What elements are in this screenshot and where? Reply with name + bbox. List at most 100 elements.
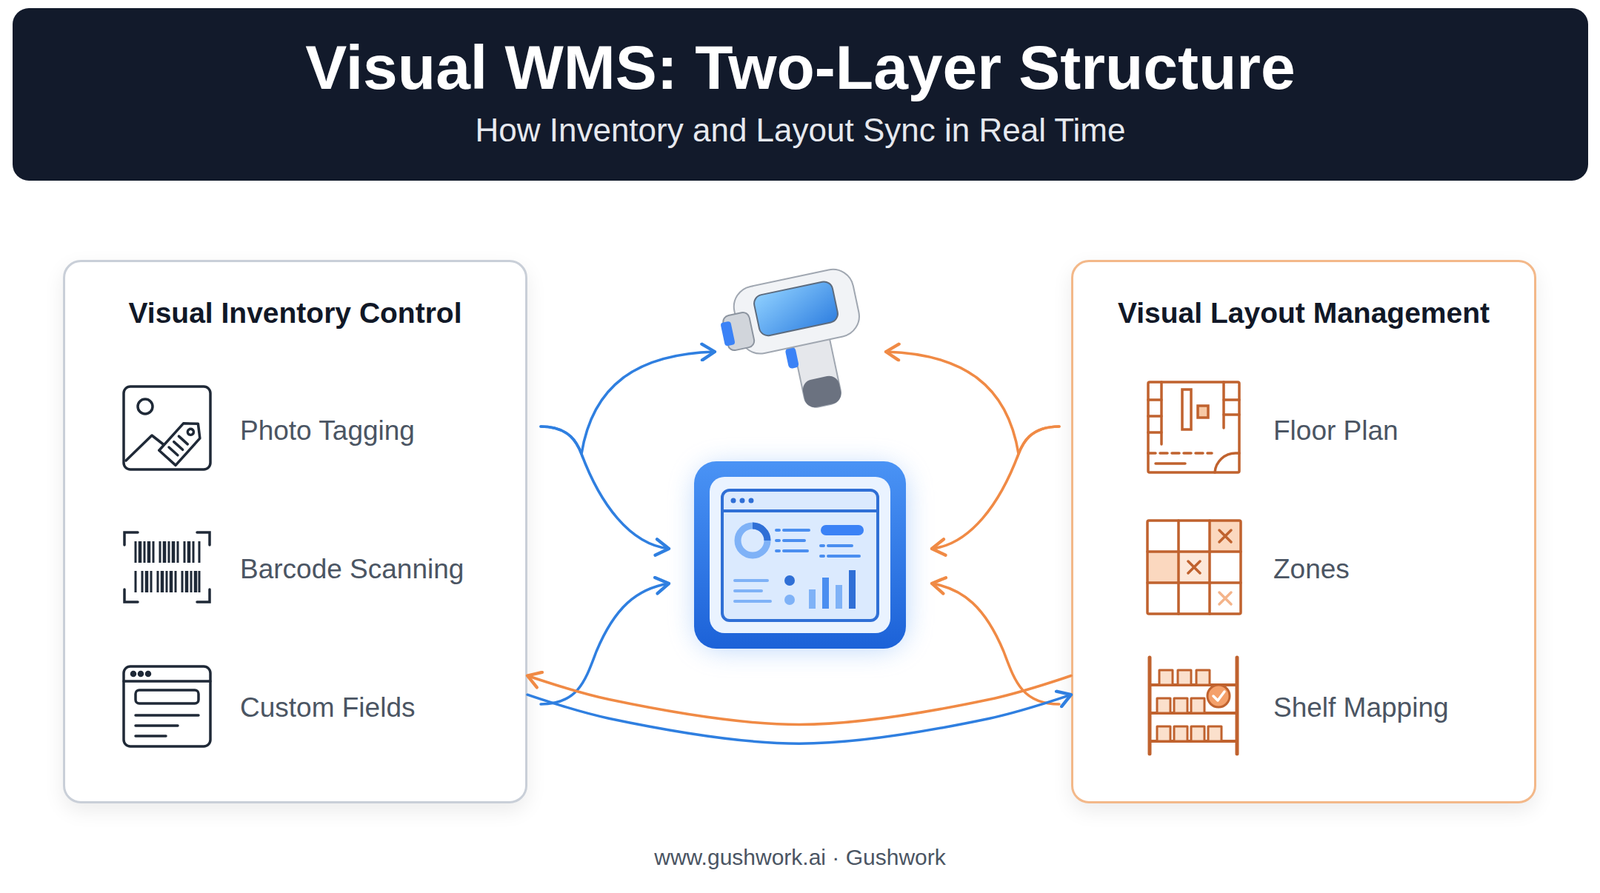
floor-plan-icon-part bbox=[1148, 451, 1212, 455]
dashboard-illustration-part bbox=[784, 575, 795, 586]
scanner-illustration-part bbox=[791, 329, 843, 410]
form-icon-part bbox=[123, 680, 211, 683]
barcode-icon-part bbox=[146, 571, 196, 593]
shelf-icon bbox=[1149, 657, 1238, 755]
zones-icon-part bbox=[1219, 592, 1232, 605]
flow-curves bbox=[540, 351, 1060, 705]
dashboard-illustration-part bbox=[696, 466, 906, 649]
panel-heading: Visual Inventory Control bbox=[65, 294, 526, 332]
zones-icon-part bbox=[1219, 530, 1232, 543]
floor-plan-icon-part bbox=[1148, 398, 1162, 402]
feature-label: Shelf Mapping bbox=[1273, 691, 1449, 726]
form-icon-part bbox=[146, 672, 151, 677]
floor-plan-icon-part bbox=[1155, 462, 1186, 466]
feature-label: Custom Fields bbox=[240, 691, 415, 726]
page-title: Visual WMS: Two-Layer Structure bbox=[12, 30, 1589, 105]
caption: www.gushwork.ai · Gushwork bbox=[0, 842, 1600, 873]
photo-tag-icon-part-part bbox=[168, 447, 178, 456]
barcode-icon-part bbox=[140, 541, 189, 563]
layer-panel: Visual Layout ManagementFloor PlanZonesS… bbox=[1071, 260, 1537, 804]
zones-icon-part bbox=[1188, 561, 1200, 574]
form-icon-part bbox=[123, 666, 211, 747]
dashboard-illustration-part bbox=[752, 525, 768, 541]
shelf-icon-part bbox=[1191, 698, 1205, 714]
floor-plan-icon-part bbox=[1223, 413, 1240, 417]
feature-label: Photo Tagging bbox=[240, 414, 415, 449]
scanner-illustration-part bbox=[720, 321, 735, 347]
form-icon-part bbox=[131, 672, 136, 677]
zones-icon-part bbox=[1147, 520, 1241, 615]
dashboard-illustration-part bbox=[737, 525, 768, 556]
form-icon-part bbox=[139, 672, 143, 677]
form-icon bbox=[123, 666, 211, 747]
shelf-icon-part bbox=[1157, 698, 1171, 714]
photo-tag-icon-part bbox=[125, 435, 169, 461]
floor-plan-icon-part bbox=[1222, 382, 1226, 429]
dashboard-illustration-part bbox=[709, 477, 891, 634]
photo-tag-icon bbox=[123, 386, 211, 470]
panel-heading: Visual Layout Management bbox=[1073, 294, 1535, 332]
dashboard-illustration-part bbox=[740, 498, 746, 504]
floor-plan-icon bbox=[1148, 382, 1240, 473]
scanner-illustration-part bbox=[784, 346, 800, 369]
barcode-icon-part bbox=[124, 532, 210, 603]
shelf-icon-part bbox=[1149, 657, 1238, 755]
photo-tag-icon-part-part bbox=[159, 416, 207, 466]
shelf-icon-part bbox=[1196, 670, 1210, 686]
floor-plan-icon-part bbox=[1148, 414, 1162, 418]
photo-tag-icon-part bbox=[137, 399, 153, 415]
dashboard-illustration-part bbox=[820, 525, 864, 536]
dashboard-illustration-part bbox=[776, 530, 809, 552]
photo-tag-icon-part bbox=[159, 416, 207, 466]
photo-tag-icon-part bbox=[123, 386, 211, 470]
zones-icon-part bbox=[1147, 520, 1241, 615]
floor-plan-icon-part bbox=[1160, 382, 1163, 445]
scanner-illustration-part bbox=[730, 265, 864, 358]
dashboard-illustration-part bbox=[835, 585, 843, 609]
scanner-illustration-part bbox=[722, 311, 756, 352]
floor-plan-icon-part bbox=[1182, 389, 1192, 430]
photo-tag-icon-part-part bbox=[186, 428, 195, 437]
flow-curve bbox=[540, 583, 669, 705]
dashboard-illustration-part bbox=[694, 461, 906, 649]
feature-label: Floor Plan bbox=[1273, 414, 1399, 449]
floor-plan-icon-part bbox=[1148, 431, 1162, 435]
form-icon-part bbox=[135, 734, 166, 738]
floor-plan-icon-part bbox=[1197, 405, 1209, 418]
barcode-icon-part bbox=[135, 571, 200, 593]
floor-plan-icon-part bbox=[1223, 398, 1240, 402]
floor-plan-icon-part bbox=[1148, 382, 1240, 473]
form-icon-part bbox=[135, 724, 178, 728]
flow-curve bbox=[885, 351, 1060, 455]
subtitle: How Inventory and Layout Sync in Real Ti… bbox=[12, 110, 1589, 151]
barcode-icon-part bbox=[135, 541, 200, 563]
dashboard-illustration bbox=[694, 461, 906, 649]
dashboard-illustration-part bbox=[722, 509, 878, 513]
dashboard-illustration-part bbox=[784, 594, 795, 606]
sync-arrow bbox=[527, 676, 1072, 726]
form-icon-part bbox=[135, 690, 199, 704]
shelf-icon-part bbox=[1213, 691, 1225, 701]
dashboard-illustration-part bbox=[722, 490, 878, 621]
shelf-icon-part bbox=[1191, 726, 1205, 742]
scanner-illustration-part bbox=[752, 280, 840, 338]
flow-curve bbox=[931, 426, 1060, 549]
dashboard-illustration-part bbox=[808, 589, 816, 609]
feature-label: Barcode Scanning bbox=[240, 552, 464, 587]
sync-arrow bbox=[527, 694, 1072, 744]
shelf-icon-part bbox=[1174, 698, 1188, 714]
shelf-icon-part bbox=[1149, 685, 1238, 742]
flow-curve bbox=[540, 426, 669, 549]
dashboard-illustration-part bbox=[822, 577, 829, 609]
title-bar: Visual WMS: Two-Layer StructureHow Inven… bbox=[12, 8, 1589, 181]
photo-tag-icon-part-part bbox=[174, 442, 183, 451]
barcode-icon bbox=[124, 532, 210, 603]
scanner-illustration-part bbox=[800, 374, 843, 410]
shelf-icon-part bbox=[1174, 726, 1188, 742]
feature-label: Zones bbox=[1273, 552, 1350, 587]
flow-curve bbox=[931, 583, 1060, 705]
shelf-icon-part bbox=[1159, 670, 1173, 686]
floor-plan-icon-part bbox=[1214, 453, 1240, 473]
shelf-icon-part bbox=[1177, 670, 1192, 686]
dashboard-illustration-part bbox=[820, 545, 860, 557]
